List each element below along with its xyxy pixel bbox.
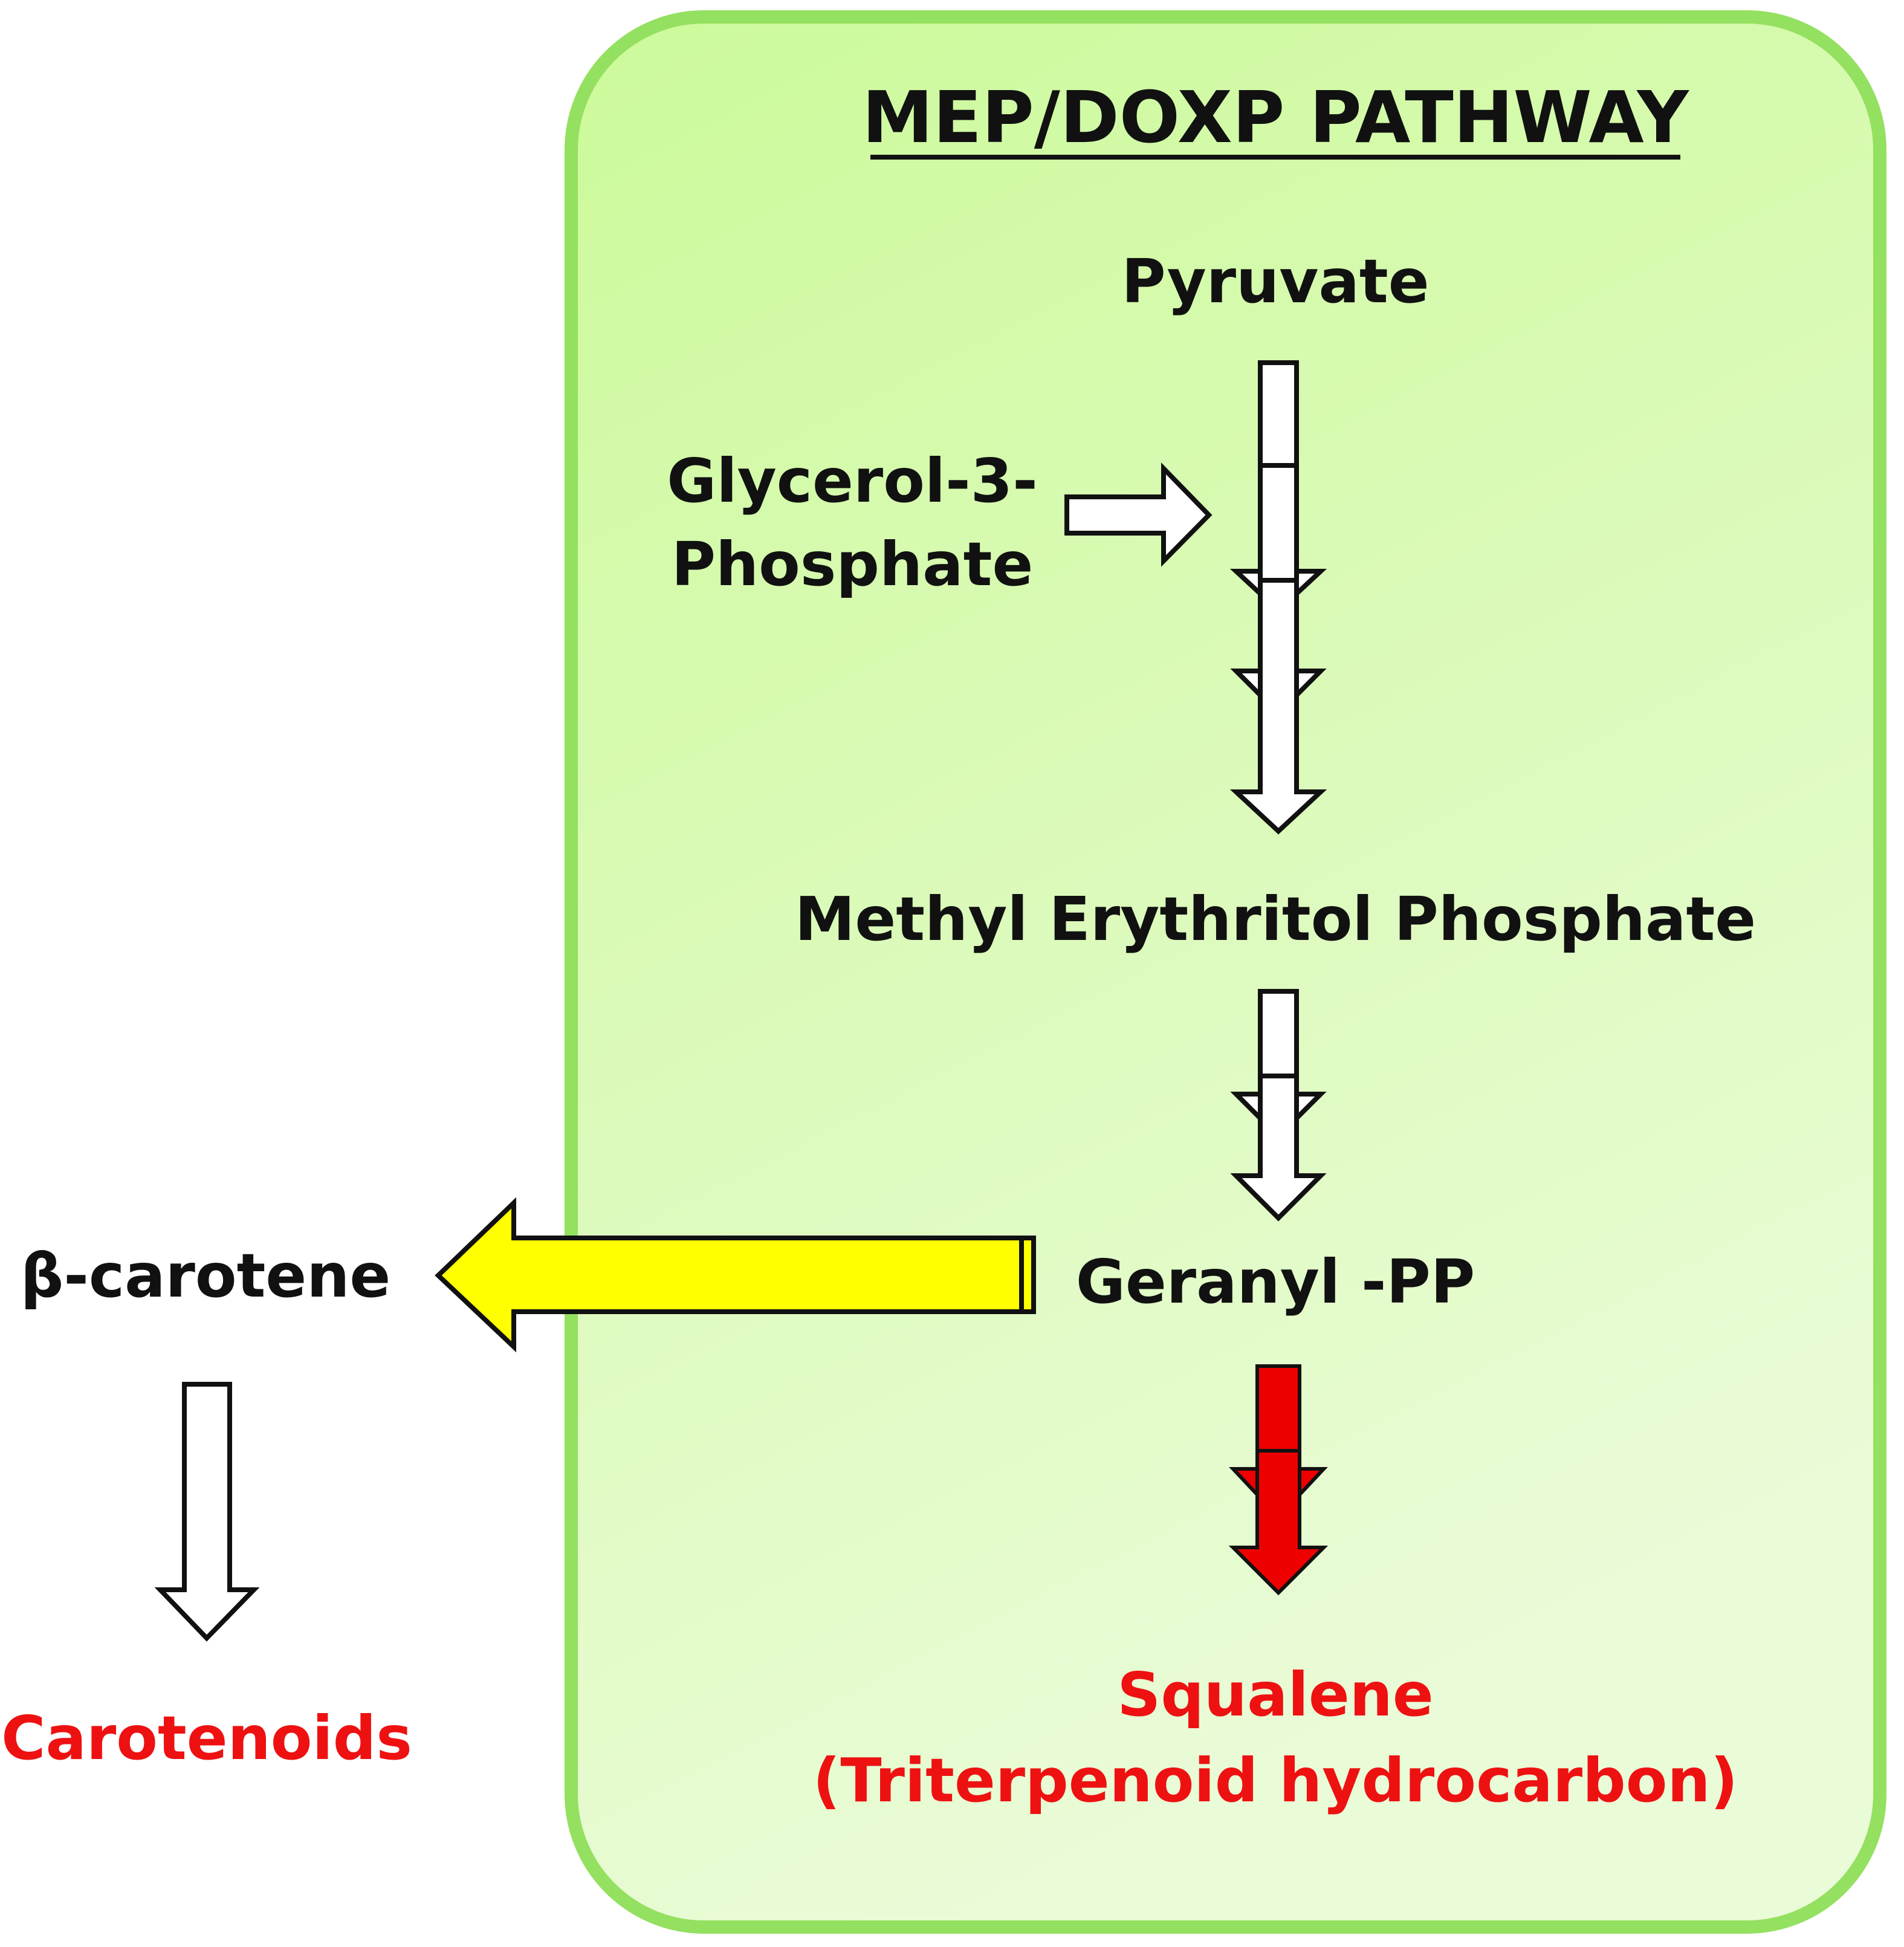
arrow-pyruvate-to-mep	[1229, 360, 1327, 835]
node-beta-carotene: β-carotene	[21, 1240, 391, 1311]
arrow-beta-carotene-to-carotenoids	[154, 1382, 260, 1642]
arrow-mep-to-geranyl	[1230, 989, 1327, 1222]
node-geranyl-pp: Geranyl -PP	[1076, 1246, 1475, 1317]
node-mep: Methyl Erythritol Phosphate	[795, 884, 1756, 954]
arrow-geranyl-to-beta-carotene	[435, 1197, 1036, 1353]
yellow-arrow-body	[435, 1197, 1036, 1353]
node-squalene-subtitle: (Triterpenoid hydrocarbon)	[813, 1745, 1738, 1816]
node-glycerol-line1: Glycerol-3-	[667, 445, 1038, 516]
node-pyruvate: Pyruvate	[1121, 246, 1429, 317]
node-squalene: Squalene	[1117, 1659, 1433, 1730]
arrow-step-2	[1228, 1449, 1329, 1596]
node-carotenoids: Carotenoids	[1, 1703, 412, 1774]
arrow-step-1	[1230, 989, 1327, 1140]
node-glycerol-line2: Phosphate	[672, 529, 1034, 600]
arrow-step-2	[1230, 1074, 1327, 1222]
arrow-glycerol-to-pathway	[1064, 462, 1213, 567]
arrow-step-3	[1229, 578, 1327, 835]
arrow-geranyl-to-squalene	[1228, 1364, 1329, 1596]
diagram-title: MEP/DOXP PATHWAY	[862, 76, 1689, 159]
pathway-panel	[565, 10, 1886, 1934]
